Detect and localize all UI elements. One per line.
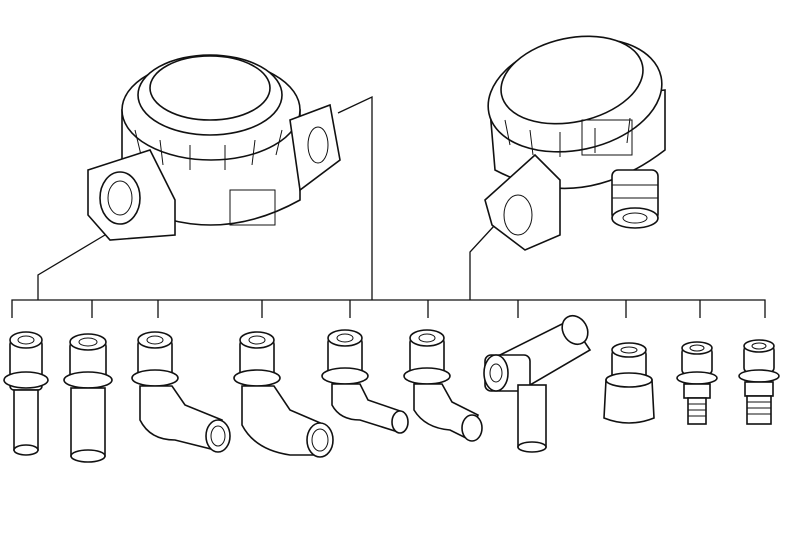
straight-barb-large <box>63 333 113 463</box>
female-adapter <box>603 342 655 424</box>
leader-lines <box>11 95 766 318</box>
elbow-barb-d <box>403 329 483 442</box>
filter-housing-inline <box>87 54 341 241</box>
elbow-barb-a <box>131 331 231 453</box>
elbow-barb-b <box>233 331 334 458</box>
filter-housing-angled <box>484 35 666 251</box>
elbow-barb-c <box>321 329 409 434</box>
tee-fitting <box>483 314 592 453</box>
threaded-adapter-large <box>738 339 780 425</box>
straight-barb-small <box>3 331 49 456</box>
threaded-adapter-small <box>676 341 718 425</box>
